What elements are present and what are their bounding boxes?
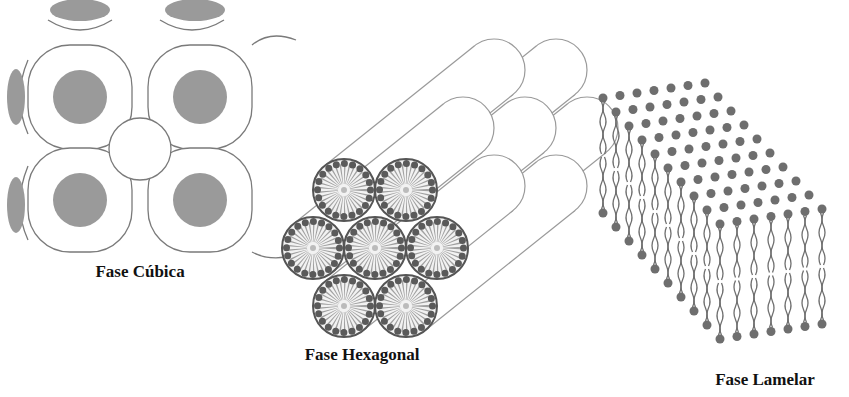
phase-label: Fase Lamelar <box>715 370 815 390</box>
phase-label: Fase Cúbica <box>95 262 184 282</box>
phase-label: Fase Hexagonal <box>305 345 420 365</box>
cubic-phase <box>7 0 296 258</box>
lamellar-phase <box>599 79 827 344</box>
hexagonal-phase <box>282 39 618 337</box>
